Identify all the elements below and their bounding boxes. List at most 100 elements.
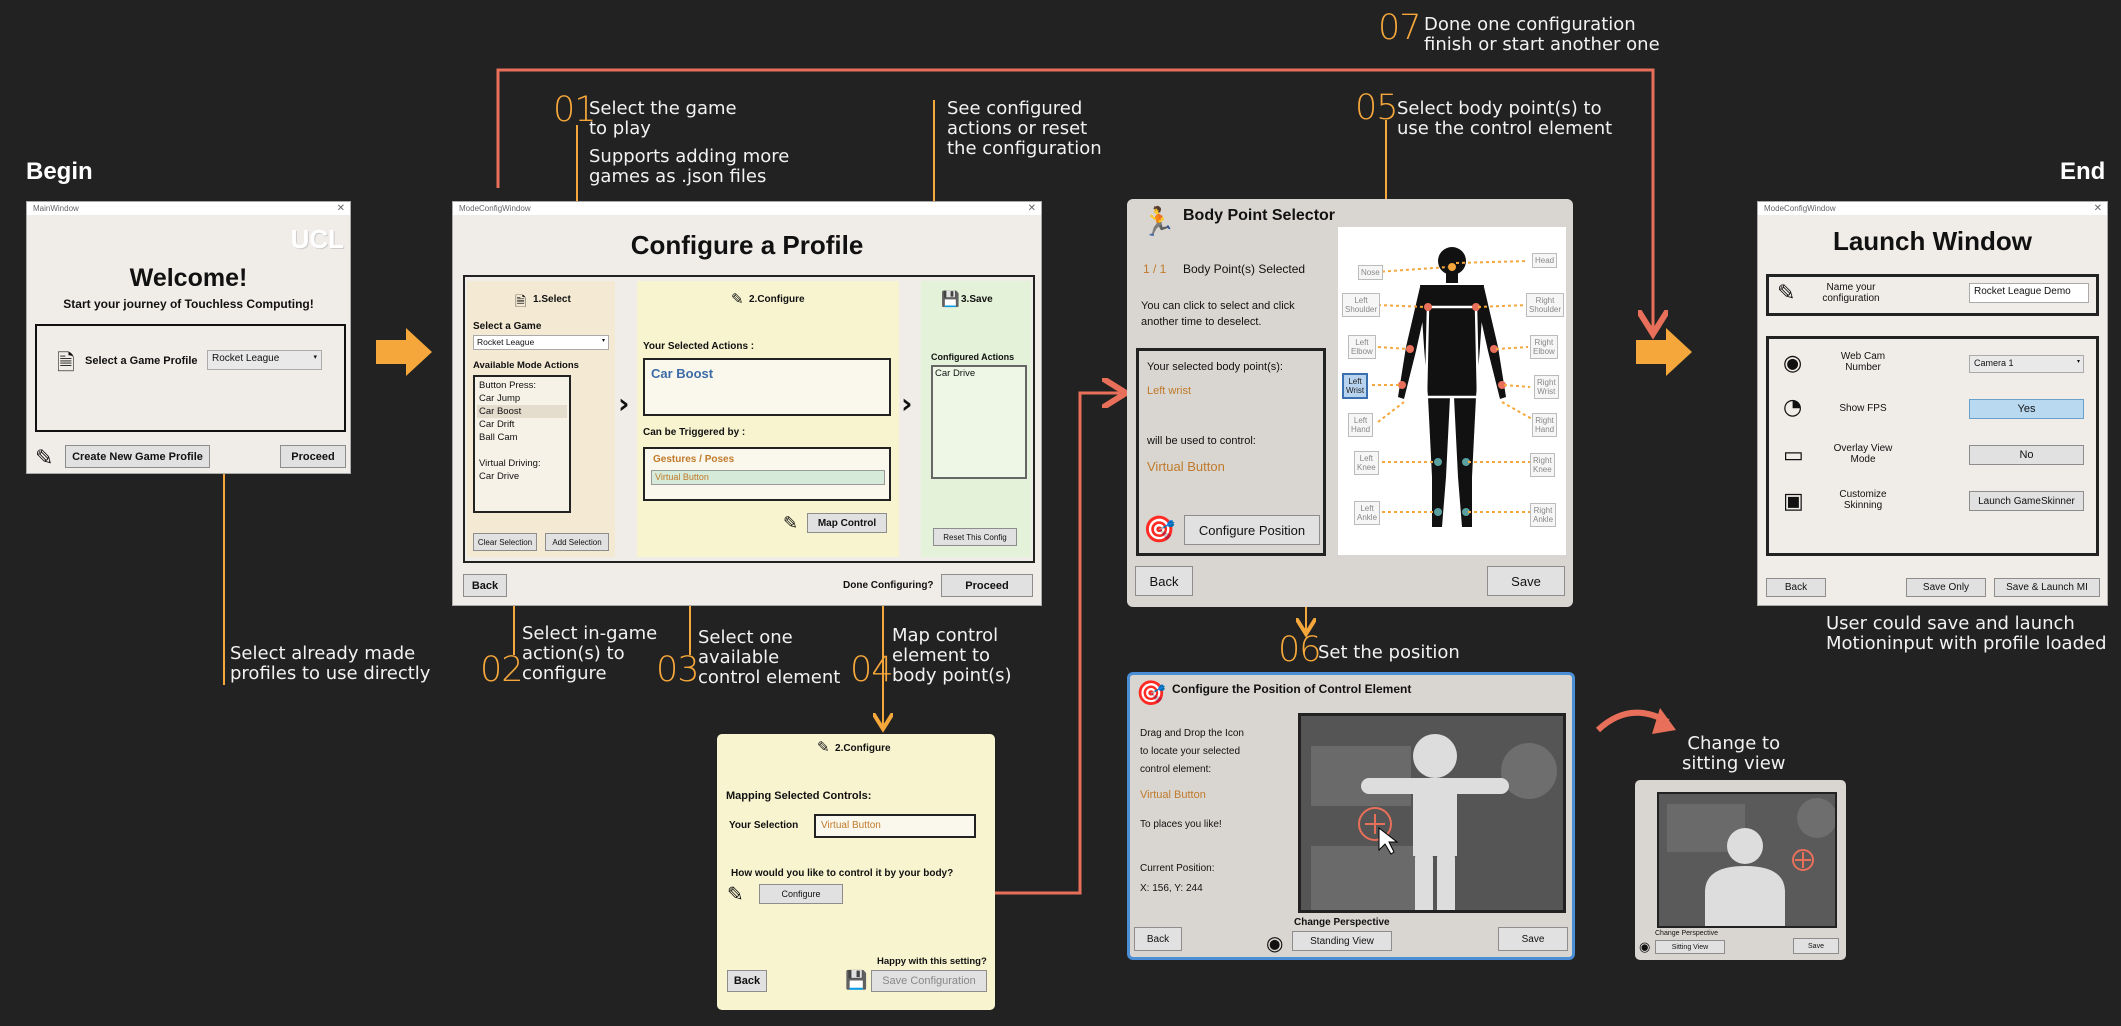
body-point-right-elbow[interactable]: Right Elbow: [1530, 335, 1558, 359]
mode-config-window: ModeConfigWindow✕ Configure a Profile 🗎 …: [452, 201, 1042, 606]
mode-back-button[interactable]: Back: [463, 574, 507, 597]
overlay-toggle[interactable]: No: [1969, 445, 2084, 465]
close-icon[interactable]: ✕: [2093, 203, 2102, 214]
selected-action[interactable]: Car Boost: [651, 366, 714, 381]
settings-box: ◉ Web Cam Number Camera 1▾ ◔ Show FPS Ye…: [1766, 336, 2099, 556]
launch-back-button[interactable]: Back: [1766, 578, 1826, 597]
mapping-back-button[interactable]: Back: [727, 970, 767, 992]
list-item[interactable]: Button Press:: [479, 380, 537, 391]
position-back-button[interactable]: Back: [1134, 927, 1182, 951]
create-profile-button[interactable]: Create New Game Profile: [65, 445, 210, 468]
col-configure-title: 2.Configure: [749, 294, 805, 305]
list-item[interactable]: Car Drive: [935, 368, 976, 379]
close-icon[interactable]: ✕: [1027, 203, 1036, 214]
mode-proceed-button[interactable]: Proceed: [941, 574, 1033, 597]
map-control-button[interactable]: Map Control: [807, 513, 887, 533]
selected-point: Left wrist: [1147, 385, 1192, 397]
clear-selection-button[interactable]: Clear Selection: [473, 533, 537, 551]
sitting-preview[interactable]: [1657, 792, 1837, 928]
name-input[interactable]: Rocket League Demo: [1969, 283, 2089, 303]
mapping-col-title: 2.Configure: [835, 743, 891, 754]
body-point-left-hand[interactable]: Left Hand: [1348, 413, 1374, 437]
game-dropdown[interactable]: Rocket League▾: [473, 335, 609, 350]
change-sitting-note: Change to sitting view: [1682, 733, 1786, 774]
step-02-number: 02: [480, 650, 524, 690]
list-item[interactable]: Car Boost: [477, 405, 567, 418]
body-point-nose[interactable]: Nose: [1358, 265, 1383, 280]
save-only-button[interactable]: Save Only: [1906, 578, 1986, 597]
save-configuration-button[interactable]: Save Configuration: [871, 970, 987, 992]
fps-toggle[interactable]: Yes: [1969, 399, 2084, 419]
add-selection-button[interactable]: Add Selection: [545, 533, 609, 551]
webcam-label: Web Cam Number: [1840, 351, 1886, 373]
launch-title: Launch Window: [1832, 226, 2033, 256]
end-heading: End: [2060, 158, 2106, 185]
reset-config-button[interactable]: Reset This Config: [933, 528, 1017, 546]
body-point-left-wrist[interactable]: Left Wrist: [1342, 373, 1369, 399]
list-item[interactable]: Car Jump: [479, 393, 521, 404]
eye-icon: ◉: [1266, 931, 1284, 955]
configure-position-button[interactable]: Configure Position: [1184, 515, 1320, 545]
current-label: Current Position:: [1140, 863, 1215, 874]
name-box: ✎ Name your configuration Rocket League …: [1766, 274, 2099, 316]
mapping-configure-button[interactable]: Configure: [759, 884, 843, 904]
trigger-box: Gestures / Poses Virtual Button: [643, 447, 891, 501]
body-point-left-shoulder[interactable]: Left Shoulder: [1342, 293, 1381, 317]
mode-title: Configure a Profile: [630, 230, 864, 260]
pencil-icon: ✎: [1777, 281, 1796, 306]
document-icon: 🗎: [515, 294, 527, 310]
sitting-save-button[interactable]: Save: [1793, 938, 1839, 954]
close-icon[interactable]: ✕: [336, 203, 345, 214]
body-save-button[interactable]: Save: [1487, 566, 1565, 596]
name-label: Name your configuration: [1822, 282, 1880, 304]
pencil-icon: ✎: [727, 882, 744, 906]
body-point-right-wrist[interactable]: Right Wrist: [1534, 375, 1559, 399]
list-item[interactable]: Car Drive: [479, 471, 520, 482]
main-proceed-button[interactable]: Proceed: [280, 445, 346, 468]
sitting-perspective-label: Change Perspective: [1655, 930, 1719, 937]
list-item[interactable]: Car Drift: [479, 419, 515, 430]
body-point-right-hand[interactable]: Right Hand: [1532, 413, 1558, 437]
chevron-right-icon: ›: [901, 387, 913, 420]
body-point-left-ankle[interactable]: Left Ankle: [1354, 501, 1381, 525]
body-point-right-ankle[interactable]: Right Ankle: [1530, 503, 1557, 527]
person-icon: 🏃: [1141, 205, 1176, 238]
list-item[interactable]: Virtual Driving:: [479, 458, 541, 469]
count-label: Body Point(s) Selected: [1183, 262, 1306, 276]
selection-field[interactable]: Virtual Button: [814, 814, 976, 838]
position-save-button[interactable]: Save: [1498, 927, 1568, 951]
available-label: Available Mode Actions: [473, 360, 579, 371]
webcam-dropdown[interactable]: Camera 1▾: [1969, 355, 2084, 373]
save-launch-button[interactable]: Save & Launch MI: [1994, 578, 2100, 597]
actions-list: Button Press: Car Jump Car Boost Car Dri…: [473, 375, 571, 513]
document-icon: 🗎: [57, 351, 75, 376]
welcome-subtitle: Start your journey of Touchless Computin…: [63, 297, 314, 311]
list-item[interactable]: Ball Cam: [479, 432, 518, 443]
body-point-right-knee[interactable]: Right Knee: [1530, 453, 1555, 477]
welcome-heading: Welcome!: [129, 264, 248, 292]
profile-dropdown[interactable]: Rocket League▾: [207, 350, 322, 370]
camera-preview[interactable]: [1298, 713, 1566, 913]
body-point-left-knee[interactable]: Left Knee: [1354, 451, 1379, 475]
position-element: Virtual Button: [1140, 789, 1206, 801]
standing-view-button[interactable]: Standing View: [1292, 931, 1392, 951]
launch-window: ModeConfigWindow✕ Launch Window ✎ Name y…: [1757, 201, 2108, 606]
begin-heading: Begin: [26, 158, 93, 185]
body-point-window: 🏃 Body Point Selector 1 / 1 Body Point(s…: [1127, 199, 1573, 607]
sitting-view-button[interactable]: Sitting View: [1655, 940, 1725, 954]
select-game-label: Select a Game: [473, 321, 542, 332]
body-back-button[interactable]: Back: [1135, 566, 1193, 596]
gameskinner-button[interactable]: Launch GameSkinner: [1969, 491, 2084, 511]
human-figure: [1372, 247, 1533, 527]
step-01-extra: Supports adding more games as .json file…: [589, 146, 790, 187]
trigger-item[interactable]: Virtual Button: [651, 470, 885, 485]
body-point-right-shoulder[interactable]: Right Shoulder: [1526, 293, 1565, 317]
save-icon: 💾: [941, 290, 960, 308]
pencil-icon: ✎: [731, 290, 744, 308]
control-name: Virtual Button: [1147, 459, 1225, 474]
select-profiles-note: Select already made profiles to use dire…: [230, 643, 431, 684]
body-point-left-elbow[interactable]: Left Elbow: [1348, 335, 1376, 359]
pencil-icon: ✎: [35, 446, 54, 471]
step-01-text: Select the game to play: [589, 98, 737, 139]
body-point-head[interactable]: Head: [1532, 253, 1558, 268]
